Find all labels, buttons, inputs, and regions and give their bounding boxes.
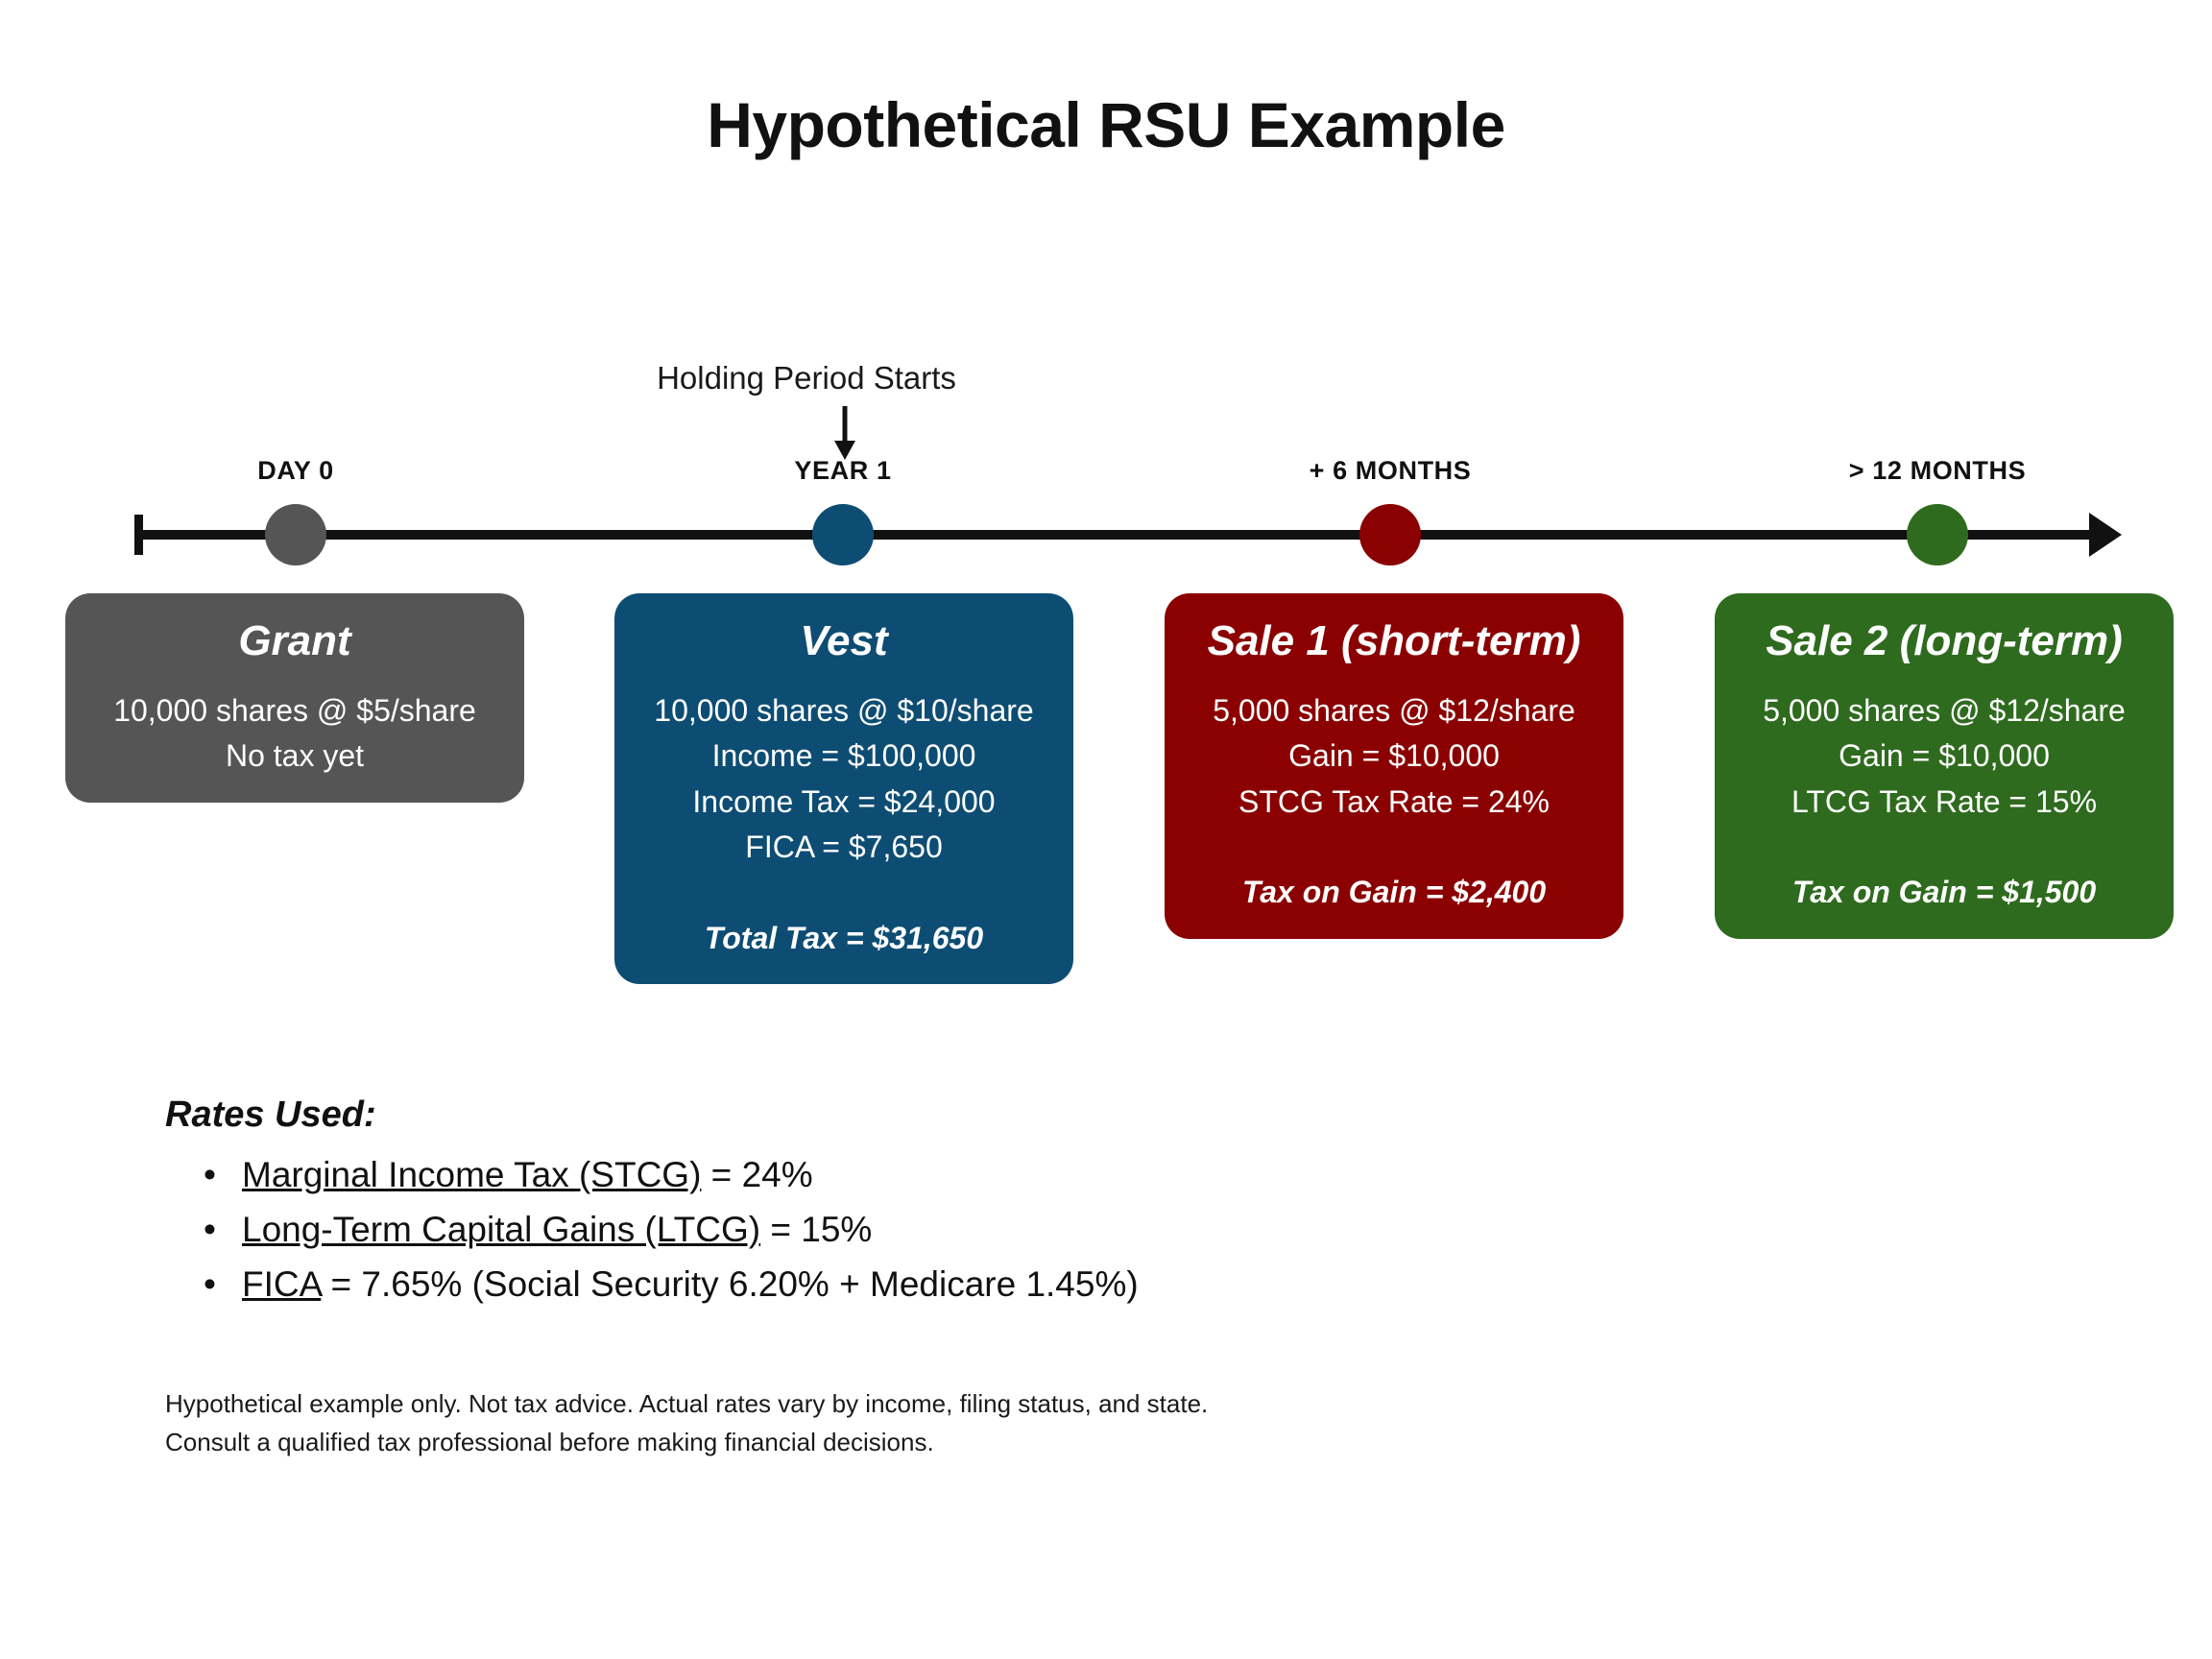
rate-term-2: Long-Term Capital Gains (LTCG) bbox=[242, 1210, 761, 1249]
card-title-sale-1: Sale 1 (short-term) bbox=[1207, 617, 1581, 664]
card-line-vest-2: Income = $100,000 bbox=[711, 738, 976, 774]
card-line-sale-2-2: Gain = $10,000 bbox=[1839, 738, 2050, 774]
timeline-marker-4 bbox=[1907, 504, 1968, 565]
card-line-sale-2-1: 5,000 shares @ $12/share bbox=[1763, 693, 2126, 728]
timeline-marker-2 bbox=[812, 504, 874, 565]
rate-value-2: = 15% bbox=[760, 1210, 873, 1249]
card-line-vest-6: Total Tax = $31,650 bbox=[704, 920, 984, 955]
card-line-sale-2-5: Tax on Gain = $1,500 bbox=[1791, 875, 2097, 910]
rate-item-3: FICA = 7.65% (Social Security 6.20% + Me… bbox=[192, 1257, 1824, 1311]
card-line-sale-1-5: Tax on Gain = $2,400 bbox=[1241, 875, 1547, 910]
rate-value-3: = 7.65% (Social Security 6.20% + Medicar… bbox=[321, 1264, 1139, 1304]
card-grant: Grant 10,000 shares @ $5/share No tax yet bbox=[65, 593, 524, 803]
rate-item-2: Long-Term Capital Gains (LTCG) = 15% bbox=[192, 1202, 1824, 1257]
rate-term-3: FICA bbox=[242, 1264, 322, 1304]
footnote-line-1: Hypothetical example only. Not tax advic… bbox=[165, 1389, 1209, 1418]
down-arrow-icon bbox=[830, 406, 860, 460]
card-line-sale-2-3: LTCG Tax Rate = 15% bbox=[1791, 783, 2098, 819]
timeline-marker-3 bbox=[1359, 504, 1421, 565]
card-line-grant-1: 10,000 shares @ $5/share bbox=[113, 693, 476, 728]
page-title: Hypothetical RSU Example bbox=[707, 89, 1505, 160]
milestone-label-2: YEAR 1 bbox=[794, 456, 892, 485]
card-line-sale-1-2: Gain = $10,000 bbox=[1288, 738, 1500, 774]
rate-value-1: = 24% bbox=[701, 1155, 813, 1194]
card-line-grant-2: No tax yet bbox=[225, 738, 365, 774]
timeline-axis bbox=[134, 530, 2101, 540]
rate-item-1: Marginal Income Tax (STCG) = 24% bbox=[192, 1147, 1824, 1202]
milestone-label-1: DAY 0 bbox=[257, 456, 334, 485]
holding-period-label: Holding Period Starts bbox=[657, 360, 956, 396]
footnote: Hypothetical example only. Not tax advic… bbox=[165, 1384, 1208, 1461]
timeline-marker-1 bbox=[265, 504, 326, 565]
card-sale-1: Sale 1 (short-term) 5,000 shares @ $12/sh… bbox=[1165, 593, 1623, 939]
milestone-label-3: + 6 MONTHS bbox=[1309, 456, 1472, 485]
card-line-sale-1-3: STCG Tax Rate = 24% bbox=[1238, 783, 1550, 819]
card-title-vest: Vest bbox=[800, 617, 888, 664]
card-sale-2: Sale 2 (long-term) 5,000 shares @ $12/sha… bbox=[1715, 593, 2174, 939]
rates-list: Marginal Income Tax (STCG) = 24%Long-Ter… bbox=[192, 1147, 1824, 1311]
card-line-vest-1: 10,000 shares @ $10/share bbox=[654, 693, 1034, 728]
rate-term-1: Marginal Income Tax (STCG) bbox=[242, 1155, 702, 1194]
card-title-grant: Grant bbox=[238, 617, 351, 664]
card-line-vest-4: FICA = $7,650 bbox=[745, 830, 943, 865]
card-line-vest-3: Income Tax = $24,000 bbox=[692, 783, 996, 819]
footnote-line-2: Consult a qualified tax professional bef… bbox=[165, 1428, 934, 1456]
card-line-sale-1-1: 5,000 shares @ $12/share bbox=[1213, 693, 1575, 728]
card-title-sale-2: Sale 2 (long-term) bbox=[1766, 617, 2123, 664]
milestone-label-4: > 12 MONTHS bbox=[1848, 456, 2027, 485]
timeline-arrow-icon bbox=[2089, 513, 2122, 557]
rates-heading: Rates Used: bbox=[165, 1094, 376, 1135]
